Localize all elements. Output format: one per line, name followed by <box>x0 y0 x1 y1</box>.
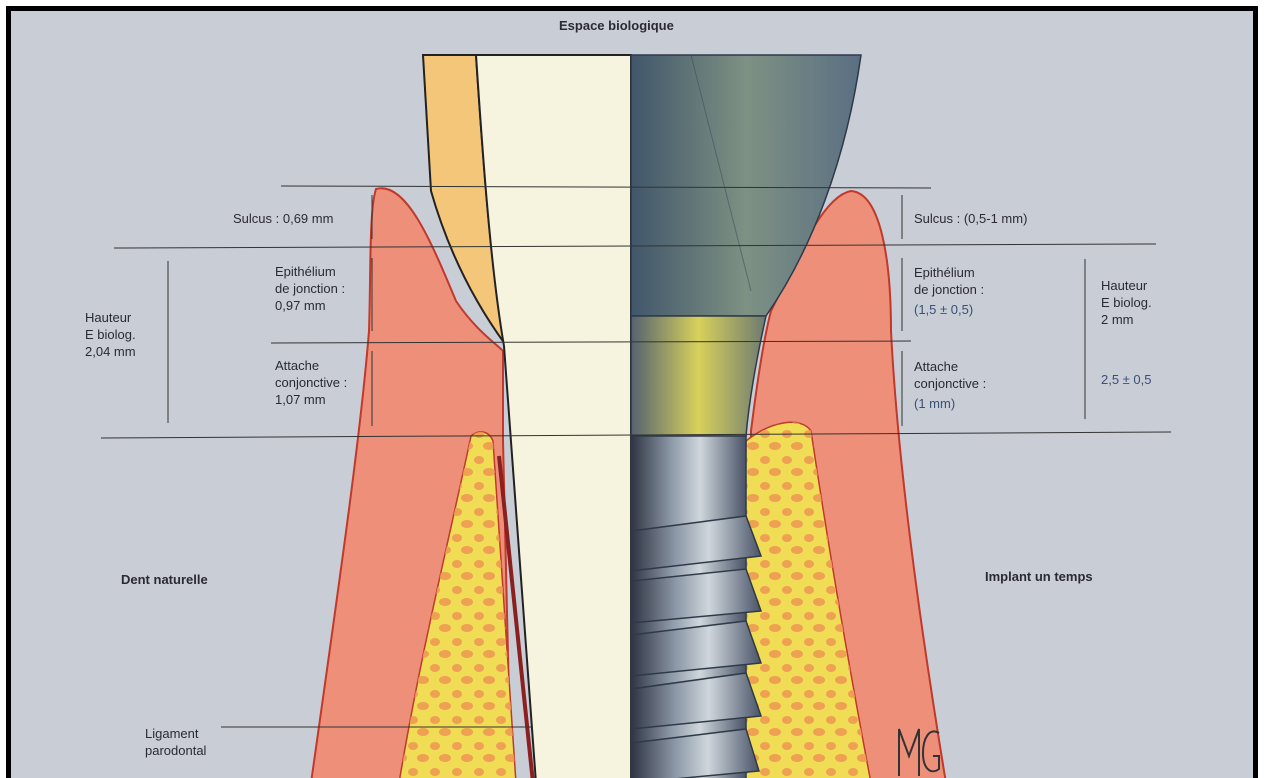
implant-collar <box>631 316 766 436</box>
natural-tooth-title: Dent naturelle <box>121 571 208 588</box>
implant-attache-label: Attache conjonctive : <box>914 358 986 392</box>
implant-epithelium-label: Epithélium de jonction : <box>914 264 984 298</box>
implant-hauteur-label: Hauteur E biolog. 2 mm <box>1101 277 1152 328</box>
biological-width-diagram <box>11 11 1258 778</box>
ligament-label: Ligament parodontal <box>145 725 206 759</box>
implant-sulcus-label: Sulcus : (0,5-1 mm) <box>914 210 1027 227</box>
natural-epithelium-label: Epithélium de jonction : 0,97 mm <box>275 263 345 314</box>
diagram-title: Espace biologique <box>559 17 674 34</box>
natural-attache-label: Attache conjonctive : 1,07 mm <box>275 357 347 408</box>
implant-hauteur-range: 2,5 ± 0,5 <box>1101 371 1152 388</box>
natural-sulcus-label: Sulcus : 0,69 mm <box>233 210 333 227</box>
implant-title: Implant un temps <box>985 568 1093 585</box>
diagram-frame: Espace biologique Sulcus : 0,69 mm Epith… <box>6 6 1258 778</box>
natural-hauteur-label: Hauteur E biolog. 2,04 mm <box>85 309 136 360</box>
implant-attache-value: (1 mm) <box>914 395 955 412</box>
implant-epithelium-value: (1,5 ± 0,5) <box>914 301 973 318</box>
